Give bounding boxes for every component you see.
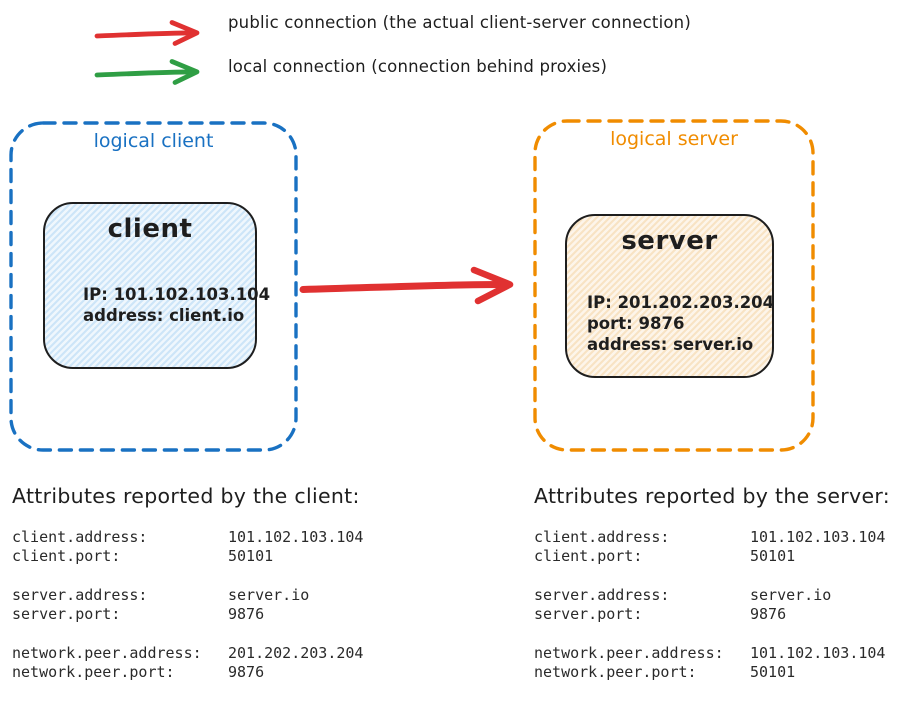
attr-key: server.address: (534, 586, 670, 604)
attr-key: network.peer.address: (534, 644, 724, 662)
server-node-title: server (621, 226, 718, 256)
attr-row: server.address: server.io (534, 586, 890, 605)
public-connection-arrow-icon (94, 20, 200, 46)
attr-key: server.port: (12, 605, 121, 623)
client-attr-group: network.peer.address: 201.202.203.204 ne… (12, 644, 363, 682)
logical-client-label: logical client (93, 130, 214, 152)
server-node: server IP: 201.202.203.204 port: 9876 ad… (565, 214, 774, 378)
client-attributes-title: Attributes reported by the client: (12, 484, 360, 508)
server-port-line: port: 9876 (587, 314, 685, 333)
attr-row: network.peer.port: 50101 (534, 663, 890, 682)
attr-value: 9876 (228, 663, 265, 681)
logical-server-dashed-border (533, 119, 815, 452)
local-connection-label: local connection (connection behind prox… (228, 57, 608, 76)
logical-client-group: logical client (9, 121, 298, 452)
server-ip-line: IP: 201.202.203.204 (587, 293, 775, 312)
attr-value: server.io (228, 586, 310, 604)
attr-row: client.address: 101.102.103.104 (12, 528, 363, 547)
attr-value: 101.102.103.104 (228, 528, 364, 546)
attr-key: network.peer.port: (534, 663, 697, 681)
attr-row: client.address: 101.102.103.104 (534, 528, 890, 547)
client-node-info: IP: 101.102.103.104 address: client.io (83, 284, 270, 326)
attr-value: 9876 (228, 605, 265, 623)
attr-row: network.peer.port: 9876 (12, 663, 363, 682)
attr-key: network.peer.port: (12, 663, 175, 681)
attr-key: client.address: (534, 528, 670, 546)
server-address-line: address: server.io (587, 335, 754, 354)
attr-value: 201.202.203.204 (228, 644, 364, 662)
client-address-line: address: client.io (83, 306, 245, 325)
client-attr-group: server.address: server.io server.port: 9… (12, 586, 363, 624)
attr-key: server.address: (12, 586, 148, 604)
attr-value: server.io (750, 586, 832, 604)
server-attr-group: network.peer.address: 101.102.103.104 ne… (534, 644, 890, 682)
attr-row: network.peer.address: 101.102.103.104 (534, 644, 890, 663)
server-attr-group: server.address: server.io server.port: 9… (534, 586, 890, 624)
public-connection-label: public connection (the actual client-ser… (228, 13, 691, 32)
attr-value: 50101 (228, 547, 274, 565)
attr-key: client.port: (12, 547, 121, 565)
client-to-server-arrow (299, 266, 514, 305)
attr-value: 50101 (750, 547, 796, 565)
attr-value: 101.102.103.104 (750, 644, 886, 662)
attr-key: client.address: (12, 528, 148, 546)
client-ip-line: IP: 101.102.103.104 (83, 285, 271, 304)
server-attributes-list: client.address: 101.102.103.104 client.p… (534, 528, 890, 682)
logical-server-group: logical server (533, 119, 815, 452)
attr-key: client.port: (534, 547, 643, 565)
attr-row: network.peer.address: 201.202.203.204 (12, 644, 363, 663)
server-attr-group: client.address: 101.102.103.104 client.p… (534, 528, 890, 566)
client-attr-group: client.address: 101.102.103.104 client.p… (12, 528, 363, 566)
server-attributes-title: Attributes reported by the server: (534, 484, 890, 508)
attr-key: network.peer.address: (12, 644, 202, 662)
attr-row: client.port: 50101 (12, 547, 363, 566)
local-connection-arrow-icon (94, 59, 200, 85)
logical-client-dashed-border (9, 121, 298, 452)
attr-value: 50101 (750, 663, 796, 681)
attr-row: server.address: server.io (12, 586, 363, 605)
logical-server-label: logical server (610, 128, 738, 150)
server-attributes-section: Attributes reported by the server: clien… (534, 481, 890, 702)
client-node-title: client (107, 214, 193, 244)
attr-key: server.port: (534, 605, 643, 623)
attr-value: 101.102.103.104 (750, 528, 886, 546)
attr-row: server.port: 9876 (534, 605, 890, 624)
attr-row: client.port: 50101 (534, 547, 890, 566)
client-attributes-list: client.address: 101.102.103.104 client.p… (12, 528, 363, 682)
attr-value: 9876 (750, 605, 787, 623)
attr-row: server.port: 9876 (12, 605, 363, 624)
client-node: client IP: 101.102.103.104 address: clie… (43, 202, 270, 369)
client-attributes-section: Attributes reported by the client: clien… (12, 481, 363, 702)
server-node-info: IP: 201.202.203.204 port: 9876 address: … (587, 292, 774, 355)
